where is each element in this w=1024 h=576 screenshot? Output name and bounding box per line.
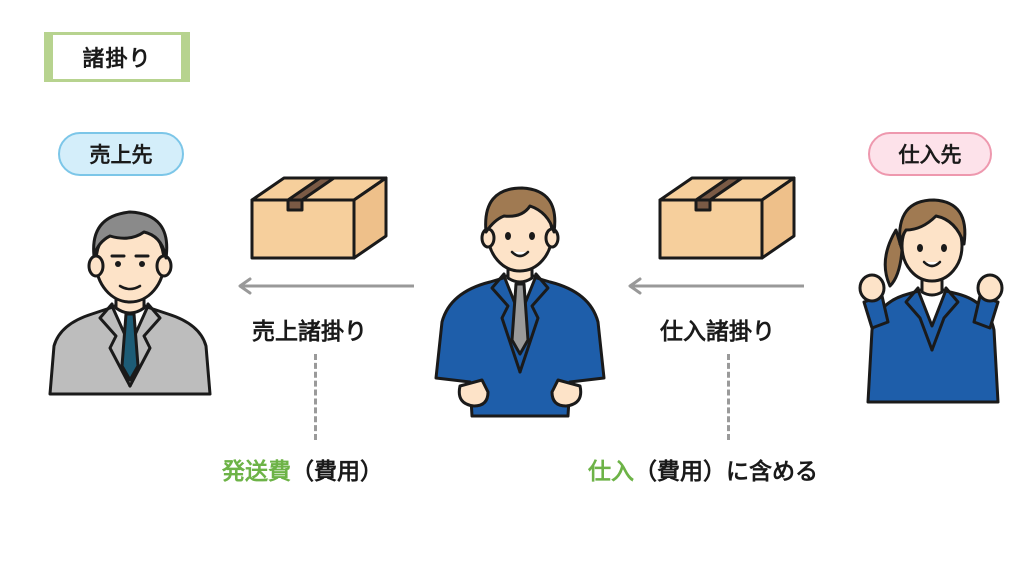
staff-figure xyxy=(434,186,606,418)
title-tag: 諸掛り xyxy=(44,32,190,82)
customer-badge: 売上先 xyxy=(58,132,184,176)
purchase-note-highlight: 仕入 xyxy=(588,459,634,485)
sales-note-rest: （費用） xyxy=(291,459,383,485)
sales-charges-label: 売上諸掛り xyxy=(252,319,367,345)
purchase-dashed-connector xyxy=(727,354,730,440)
arrow-left-icon xyxy=(238,277,414,295)
sales-note-highlight: 発送費 xyxy=(222,459,291,485)
purchase-note-rest: （費用）に含める xyxy=(634,459,818,485)
arrow-left-icon xyxy=(628,277,804,295)
page-title: 諸掛り xyxy=(53,35,181,79)
cardboard-box-icon xyxy=(658,176,796,260)
cardboard-box-icon xyxy=(250,176,388,260)
sales-note: 発送費（費用） xyxy=(222,452,383,486)
sales-dashed-connector xyxy=(314,354,317,440)
supplier-figure xyxy=(858,198,1004,404)
purchase-note: 仕入（費用）に含める xyxy=(588,452,818,486)
purchase-charges-label: 仕入諸掛り xyxy=(660,319,775,345)
customer-figure xyxy=(48,210,212,396)
supplier-badge: 仕入先 xyxy=(868,132,992,176)
